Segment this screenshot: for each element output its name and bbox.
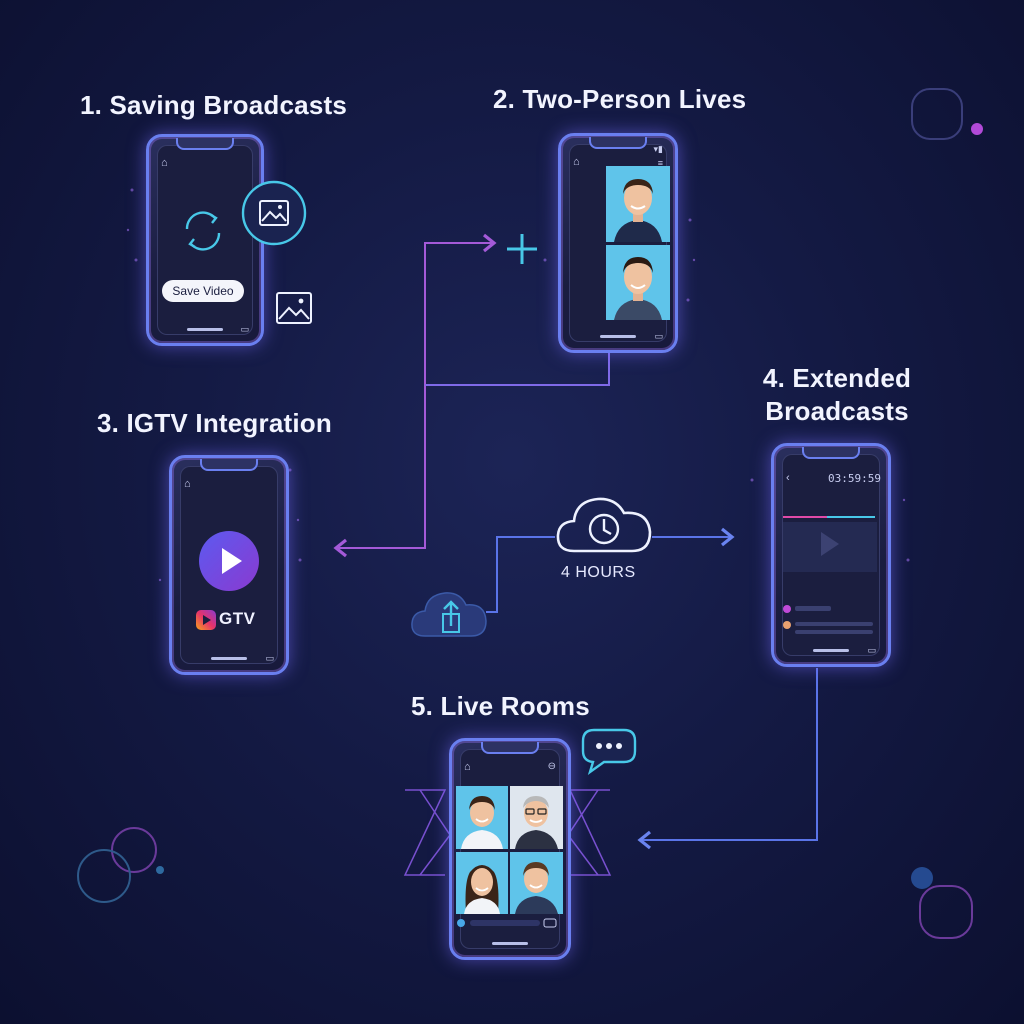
upload-cloud-icon [411,592,487,637]
title-extended-line1: 4. Extended [762,363,912,393]
title-igtv-integration: 3. IGTV Integration [97,408,332,438]
screen-icon: ▭ [240,324,249,334]
title-extended-line2: Broadcasts [765,396,909,426]
decor-dot [971,123,983,135]
screen-icon: ▭ [867,645,876,655]
decor-ring [919,885,973,939]
igtv-logo-text: GTV [219,609,256,628]
line-from-two-person [425,352,610,386]
camera-icon: ⊖ [547,761,556,772]
phone-notch [176,138,234,150]
back-arrow-icon[interactable]: ‹ [786,472,790,484]
screen-icon: ▭ [265,653,274,663]
arrow-to-extended [486,537,730,613]
clock-cloud-icon [556,497,652,553]
decor-dot [911,867,933,889]
room-participant-4 [510,852,563,914]
title-saving-broadcasts: 1. Saving Broadcasts [80,90,347,120]
decor-ring [77,849,131,903]
plus-icon [507,234,537,264]
decor-ring [911,88,963,140]
decor-ring [111,827,157,873]
phone-saving-broadcasts: ⌂ ▭ [146,134,264,346]
image-icon [276,292,312,324]
broadcast-timer: 03:59:59 [828,472,881,485]
home-indicator [211,657,247,660]
title-two-person-lives: 2. Two-Person Lives [493,84,747,114]
home-indicator [600,335,636,338]
igtv-logo-icon [196,610,216,630]
participant-video-2 [606,245,670,320]
room-participant-2 [510,786,563,849]
home-icon: ⌂ [184,478,191,490]
play-icon [821,532,839,556]
home-icon: ⌂ [161,157,168,169]
phone-notch [481,742,539,754]
room-participant-1 [456,786,508,849]
arrow-to-igtv [333,385,426,558]
phone-notch [200,459,258,471]
sparkle-particles [126,188,910,582]
arrow-to-two-person [424,233,497,385]
home-indicator [187,328,223,331]
image-icon [241,180,307,246]
participant-video-1 [606,166,670,242]
title-live-rooms: 5. Live Rooms [411,691,590,721]
decor-dot [156,866,164,874]
cloud-caption: 4 HOURS [561,564,636,581]
phone-notch [589,137,647,149]
arrow-to-live-rooms [637,668,818,850]
extended-video-area [783,516,877,634]
status-icons: ▾▮ [653,144,663,154]
refresh-icon [185,211,221,251]
home-icon: ⌂ [464,761,471,773]
home-indicator [492,942,528,945]
home-indicator [813,649,849,652]
phone-notch [802,447,860,459]
play-icon[interactable] [198,530,260,592]
save-video-button[interactable]: Save Video [162,280,244,302]
room-participant-3 [456,852,508,914]
menu-icon: ≡ [657,158,663,168]
room-comment-bar[interactable] [456,916,558,930]
chat-bubble-icon [581,728,637,775]
screen-icon: ▭ [654,331,663,341]
home-icon: ⌂ [573,156,580,168]
title-extended-broadcasts: 4. Extended Broadcasts [752,362,922,428]
